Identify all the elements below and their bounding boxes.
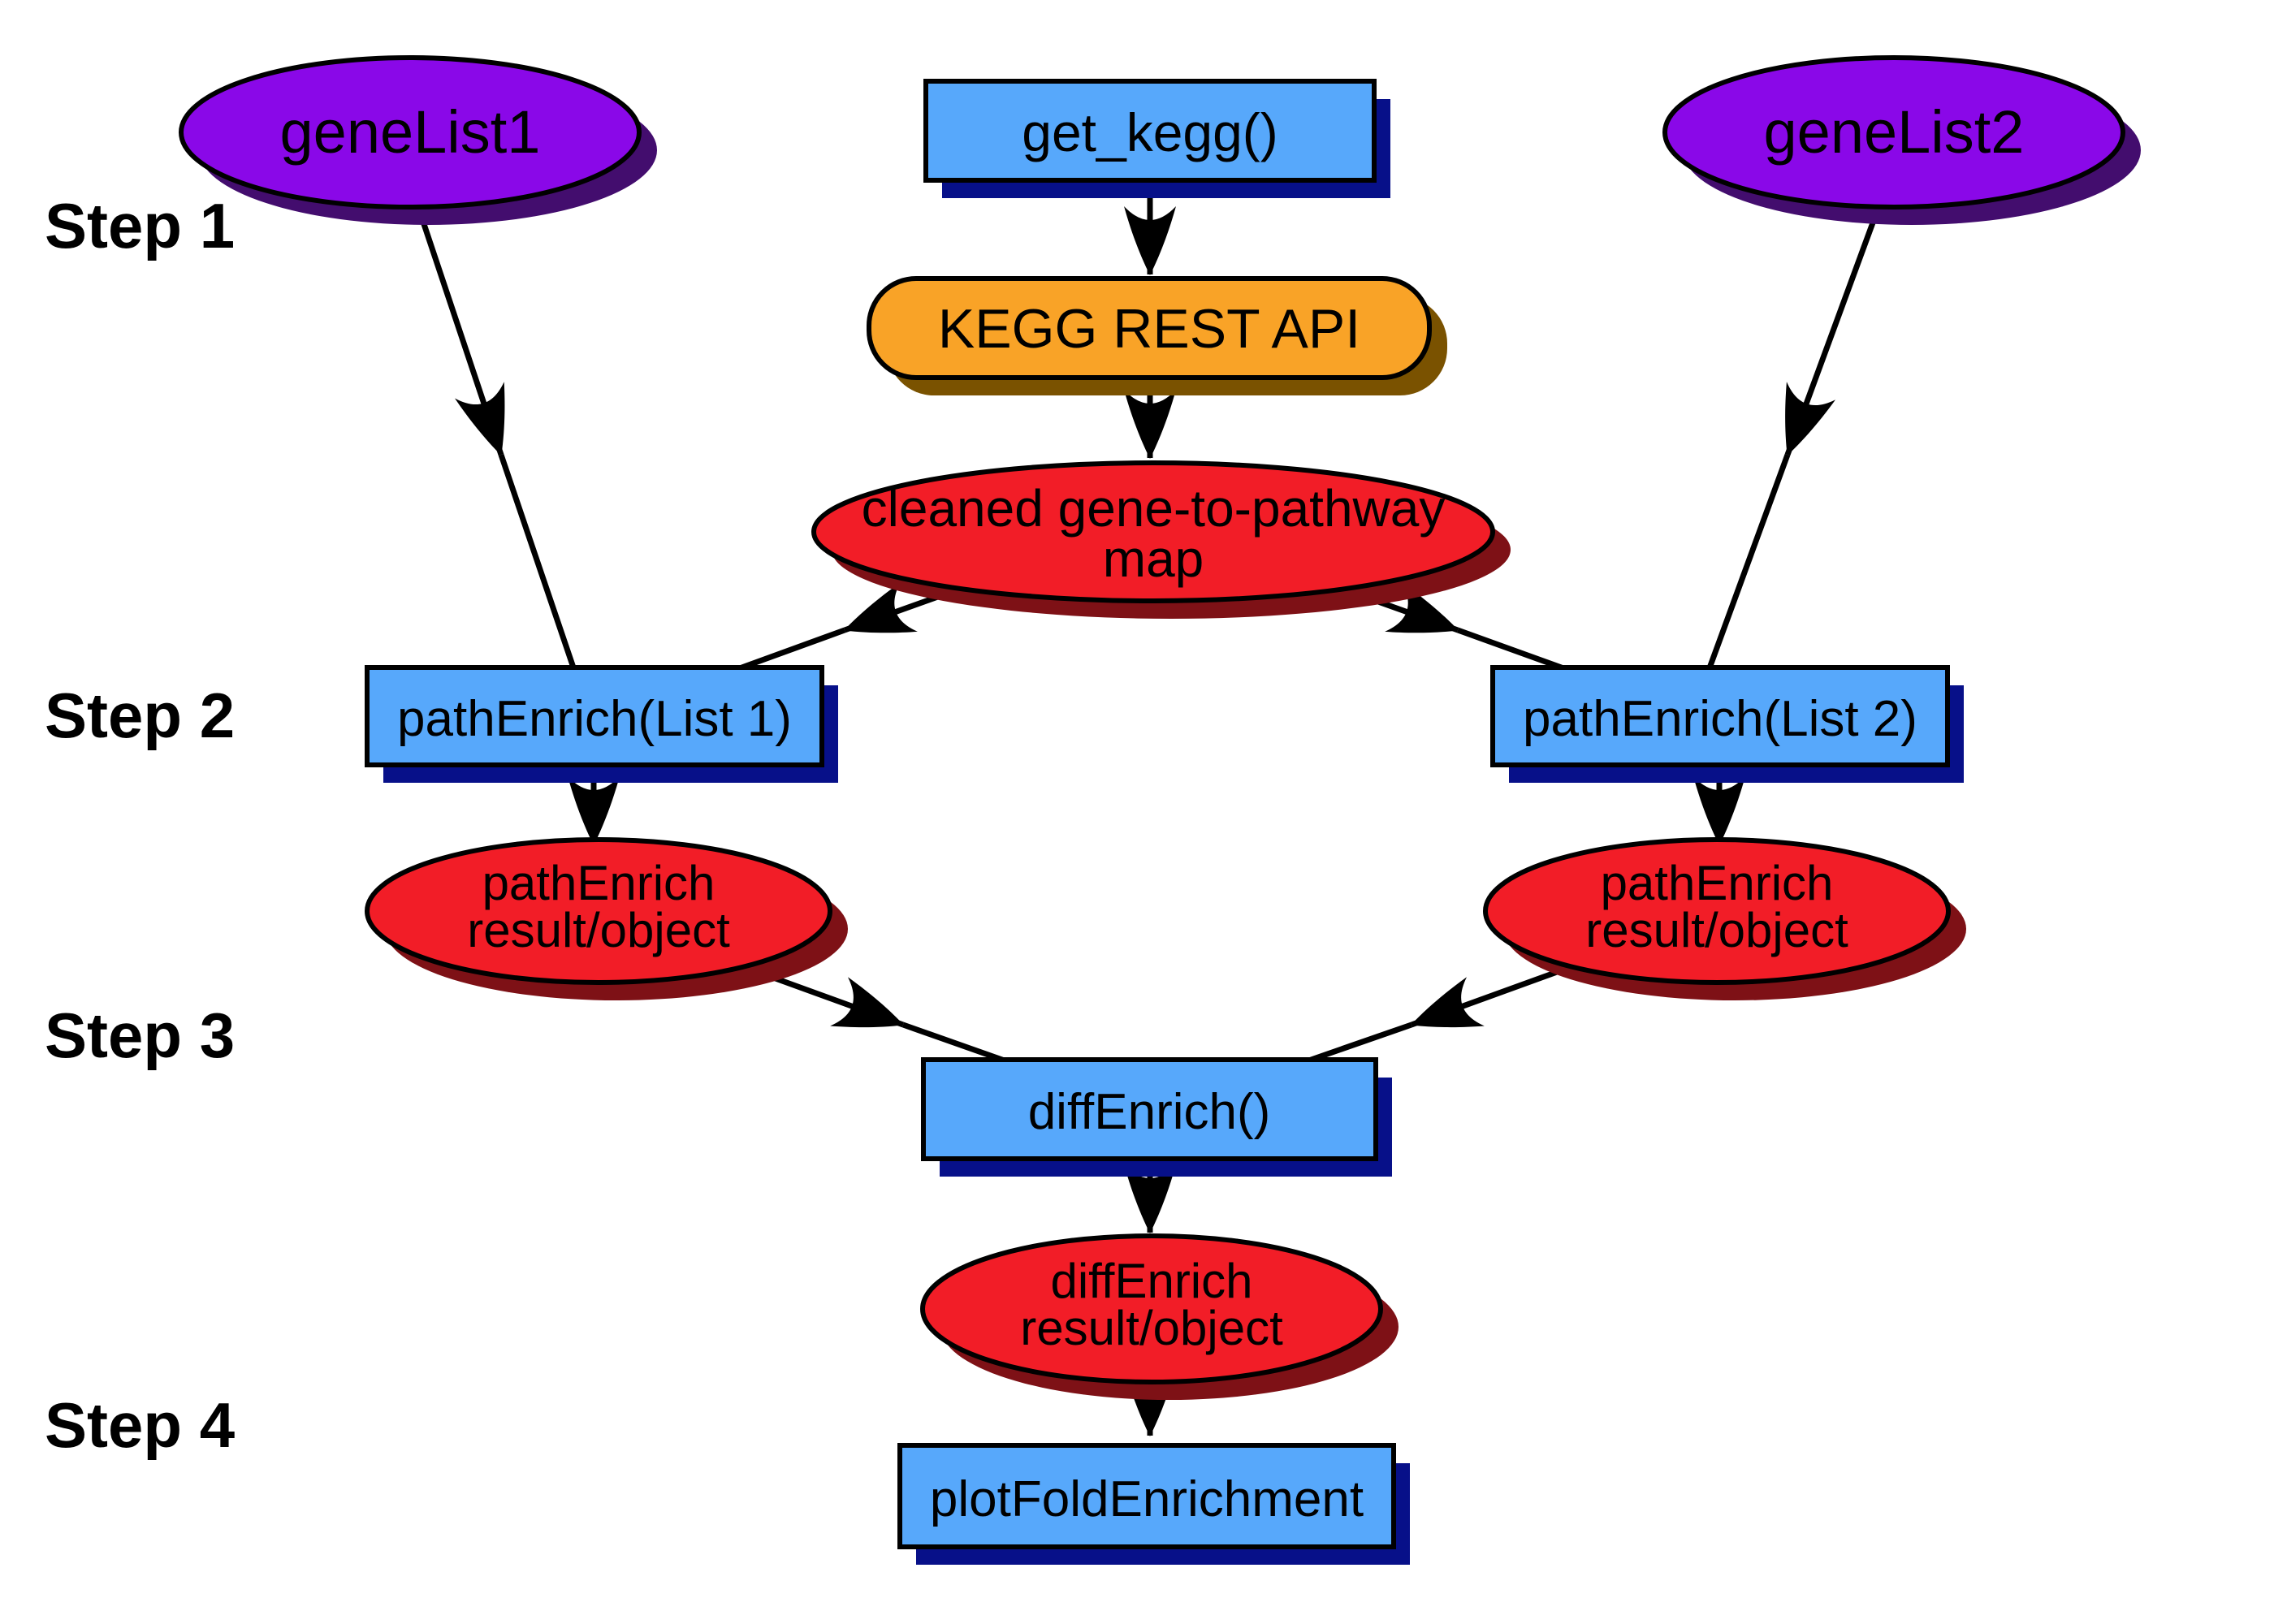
node-diffenrich-result: diffEnrich result/object	[920, 1233, 1399, 1400]
step-4-label: Step 4	[45, 1389, 235, 1461]
pathenrich-list1-box	[365, 665, 824, 767]
genelist1-label: geneList1	[280, 98, 541, 166]
edge-result2-to-diffenrich	[1298, 961, 1579, 1067]
pathenrich-list2-label: pathEnrich(List 2)	[1523, 691, 1917, 747]
pathenrich-result2-line1: pathEnrich	[1601, 856, 1834, 910]
edge-genelist1-to-pathenrich1	[416, 208, 578, 674]
step-1-label: Step 1	[45, 190, 235, 261]
pathenrich-result1-line2: result/object	[467, 903, 730, 957]
genelist2-ellipse	[1662, 55, 2125, 209]
arrow-map-to-pathenrich1-tail	[736, 627, 846, 672]
diffenrich-box	[921, 1057, 1378, 1161]
map-label-line1: cleaned gene-to-pathway	[862, 479, 1446, 538]
node-plotfoldenrichment: plotFoldEnrichment	[897, 1443, 1410, 1565]
get-kegg-label: get_kegg()	[1022, 102, 1278, 162]
node-diffenrich: diffEnrich()	[921, 1057, 1392, 1177]
map-ellipse	[811, 460, 1495, 603]
pathenrich-result2-line2: result/object	[1585, 903, 1848, 957]
kegg-rest-api-label: KEGG REST API	[938, 298, 1360, 360]
node-genelist1: geneList1	[179, 55, 657, 225]
pathenrich-list2-box	[1490, 665, 1950, 767]
node-pathenrich-list1: pathEnrich(List 1)	[365, 665, 838, 783]
plotfoldenrichment-label: plotFoldEnrichment	[930, 1471, 1364, 1527]
genelist1-ellipse	[179, 55, 642, 209]
node-pathenrich-list2: pathEnrich(List 2)	[1490, 665, 1964, 783]
node-gene-to-pathway-map: cleaned gene-to-pathway map	[811, 460, 1511, 619]
arrow-genelist1-to-pathenrich1-tail	[498, 453, 578, 674]
node-pathenrich-result2: pathEnrich result/object	[1483, 837, 1966, 1000]
get-kegg-box	[923, 79, 1377, 183]
diffenrich-result-line1: diffEnrich	[1050, 1254, 1252, 1308]
genelist2-label: geneList2	[1764, 98, 2025, 166]
arrow-genelist1-to-pathenrich1	[416, 208, 505, 456]
pathenrich-result1-line1: pathEnrich	[482, 856, 715, 910]
step-3-label: Step 3	[45, 1000, 235, 1071]
node-pathenrich-result1: pathEnrich result/object	[365, 837, 848, 1000]
arrow-genelist2-to-pathenrich2-tail	[1705, 453, 1791, 674]
diffenrich-result-ellipse	[920, 1233, 1383, 1384]
node-kegg-rest-api: KEGG REST API	[867, 276, 1447, 395]
arrow-map-to-pathenrich2-tail	[1456, 627, 1567, 672]
pathenrich-result1-ellipse	[365, 837, 832, 985]
node-genelist2: geneList2	[1662, 55, 2141, 225]
diffenrich-result-line2: result/object	[1020, 1301, 1283, 1355]
kegg-rest-api-pill	[867, 276, 1432, 380]
arrow-genelist2-to-pathenrich2	[1784, 208, 1881, 456]
arrow-result2-to-diffenrich	[1410, 961, 1579, 1028]
edge-genelist2-to-pathenrich2	[1705, 208, 1881, 674]
plotfoldenrichment-box	[897, 1443, 1396, 1549]
diffenrich-label: diffEnrich()	[1028, 1084, 1271, 1140]
pathenrich-list1-label: pathEnrich(List 1)	[397, 691, 792, 747]
node-get-kegg: get_kegg()	[923, 79, 1390, 198]
step-2-label: Step 2	[45, 680, 235, 751]
map-label-line2: map	[1103, 529, 1204, 588]
pathenrich-result2-ellipse	[1483, 837, 1951, 985]
